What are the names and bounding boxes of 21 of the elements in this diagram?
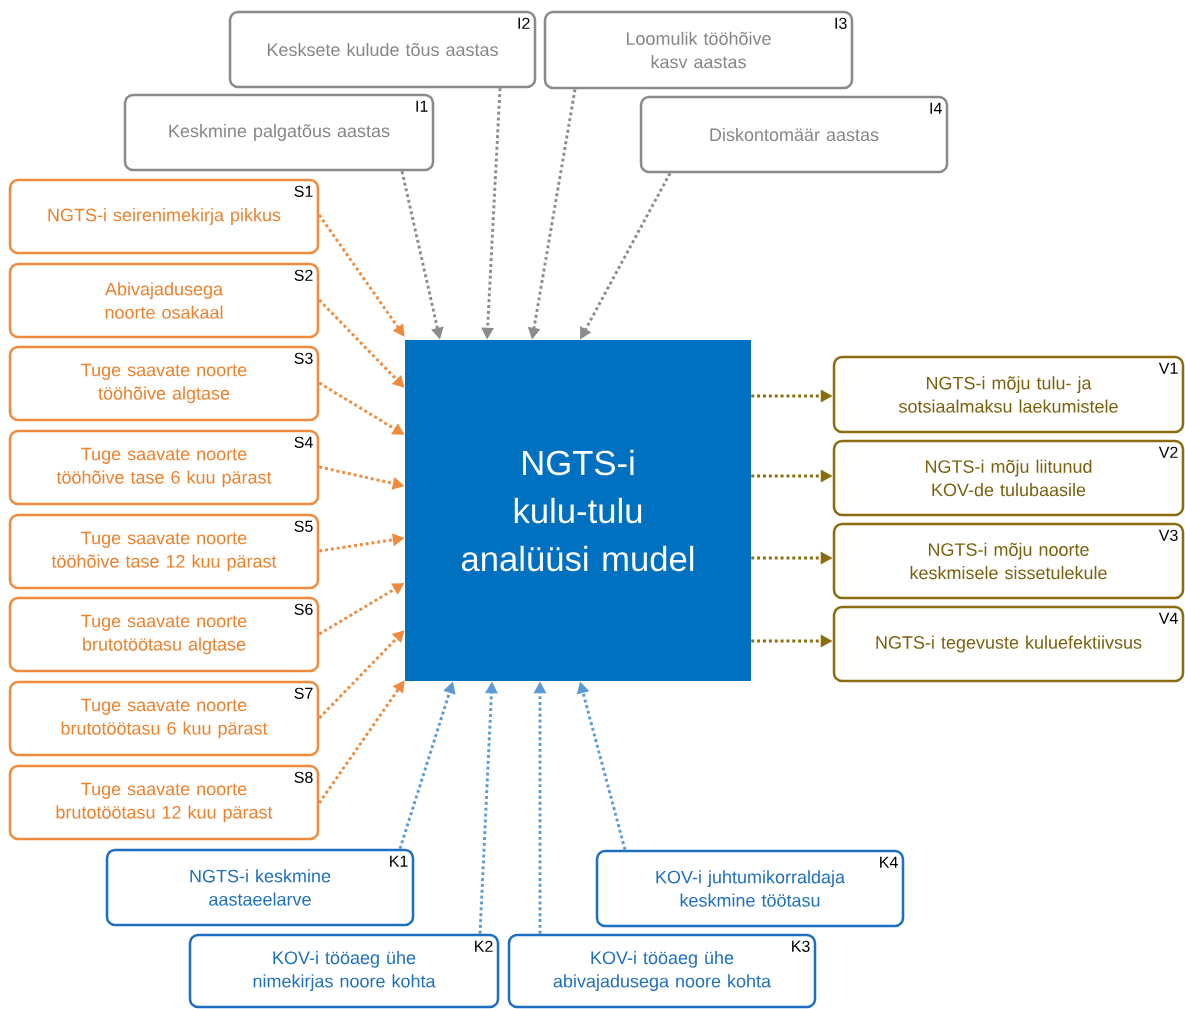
code-label: K4	[880, 856, 898, 868]
code-label: V3	[1158, 529, 1178, 541]
code-label: K3	[792, 940, 810, 952]
code-label: S5	[294, 520, 313, 532]
code-label: I4	[930, 102, 942, 114]
code-label: S7	[294, 687, 313, 699]
code-label: V1	[1158, 362, 1178, 374]
code-label: K2	[475, 940, 493, 952]
code-label: I2	[518, 17, 530, 29]
code-label: S6	[294, 603, 313, 615]
code-label: V4	[1158, 612, 1178, 624]
code-label: K1	[390, 855, 408, 867]
code-label: S4	[294, 436, 313, 448]
code-label: I3	[835, 17, 847, 29]
code-label: I1	[416, 100, 428, 112]
code-label: S1	[294, 185, 313, 197]
code-label: V2	[1158, 446, 1178, 458]
model-box: NGTS-i kulu-tulu analüüsi mudel	[405, 340, 751, 681]
code-label: S3	[294, 352, 313, 364]
code-label: S2	[294, 269, 313, 281]
code-label: S8	[294, 771, 313, 783]
